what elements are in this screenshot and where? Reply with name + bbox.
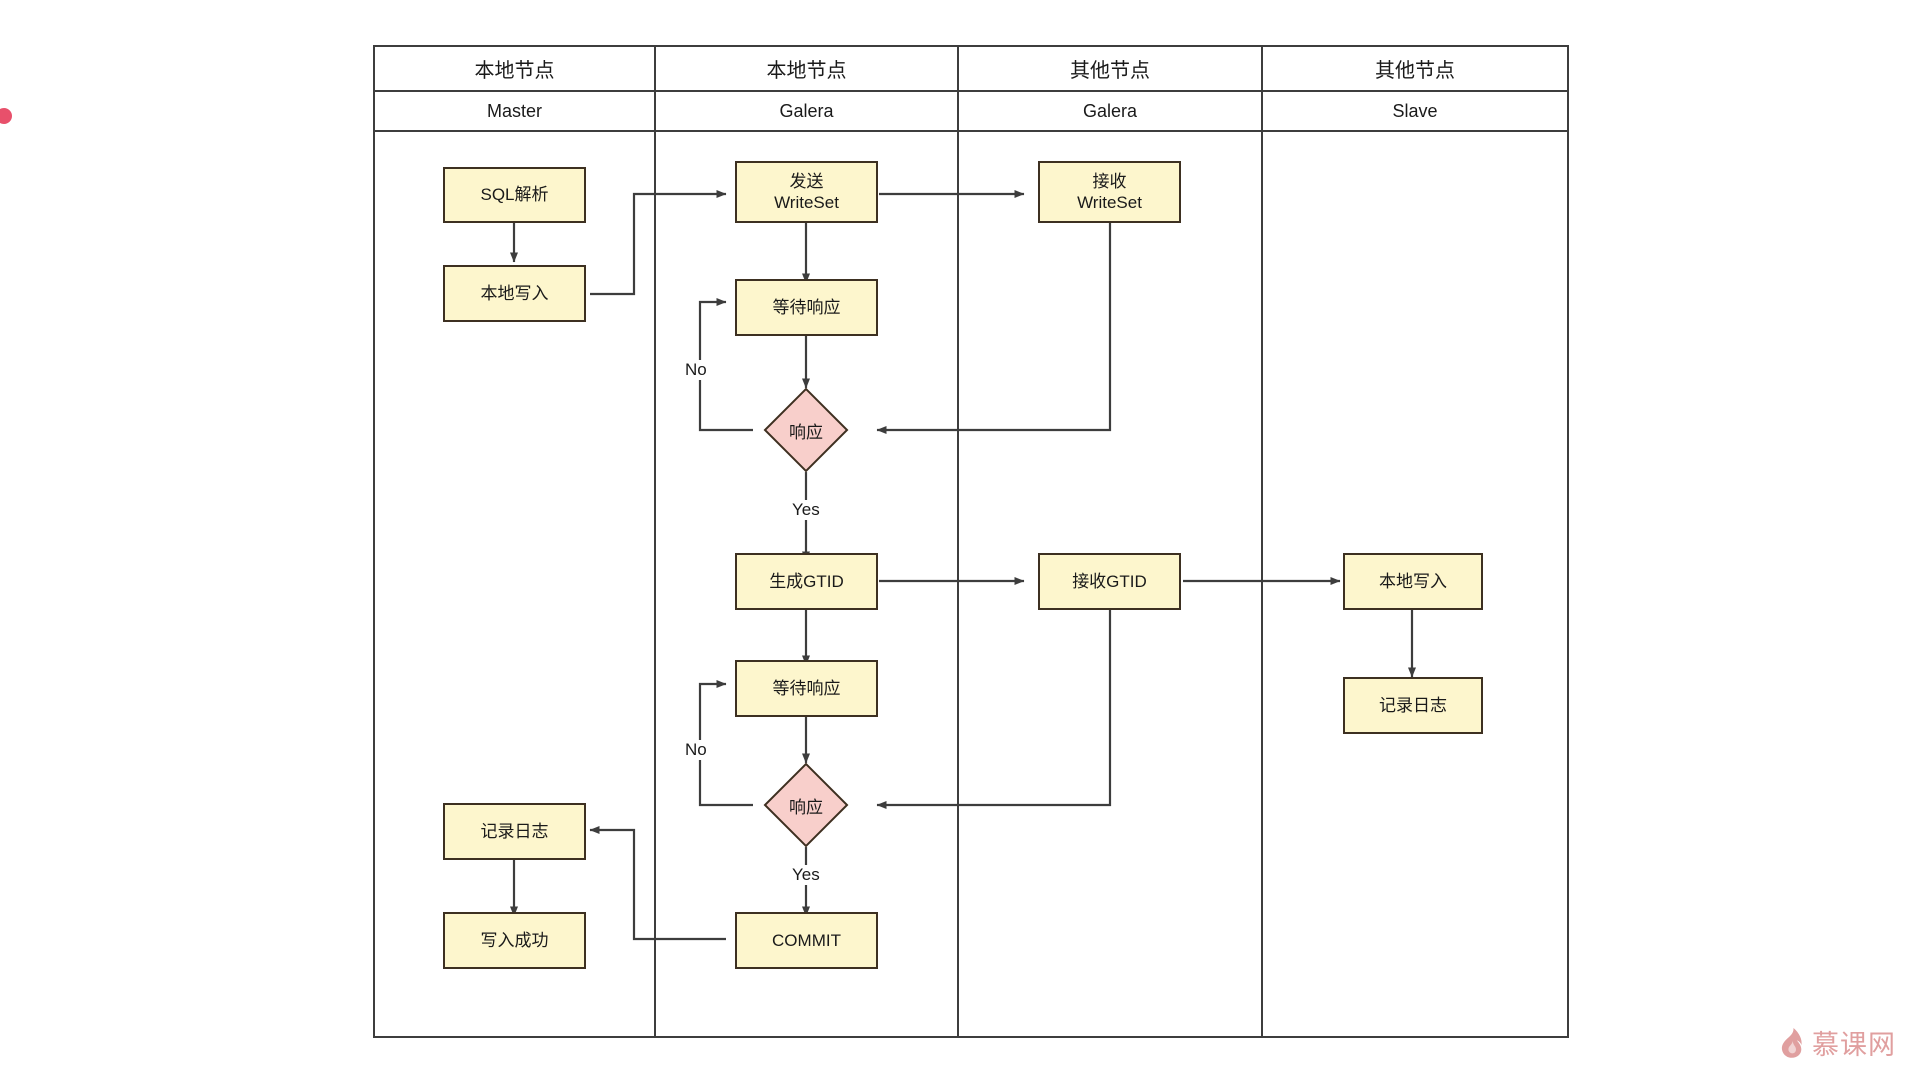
- node-receive-writeset[interactable]: 接收 WriteSet: [1038, 161, 1181, 223]
- node-local-write-slave[interactable]: 本地写入: [1343, 553, 1483, 610]
- edge-label-yes-1: Yes: [790, 500, 822, 520]
- lane-subtitle-3: Galera: [959, 92, 1261, 132]
- watermark: 慕课网: [1779, 1023, 1896, 1062]
- lane-subtitle-4: Slave: [1263, 92, 1567, 132]
- flame-icon: [1781, 1027, 1802, 1058]
- node-send-writeset[interactable]: 发送 WriteSet: [735, 161, 878, 223]
- node-write-success[interactable]: 写入成功: [443, 912, 586, 969]
- node-commit[interactable]: COMMIT: [735, 912, 878, 969]
- node-wait-response-2[interactable]: 等待响应: [735, 660, 878, 717]
- swimlane-column-galera-local: 本地节点 Galera: [656, 47, 959, 1036]
- node-sql-parse[interactable]: SQL解析: [443, 167, 586, 223]
- edge-label-yes-2: Yes: [790, 865, 822, 885]
- node-local-write-master[interactable]: 本地写入: [443, 265, 586, 322]
- node-wait-response-1[interactable]: 等待响应: [735, 279, 878, 336]
- edge-label-no-2: No: [683, 740, 709, 760]
- lane-title-2: 本地节点: [656, 47, 957, 92]
- accent-dot: [0, 108, 12, 124]
- node-log-slave[interactable]: 记录日志: [1343, 677, 1483, 734]
- lane-subtitle-1: Master: [375, 92, 654, 132]
- watermark-text: 慕课网: [1812, 1030, 1896, 1061]
- lane-title-3: 其他节点: [959, 47, 1261, 92]
- swimlane-column-slave: 其他节点 Slave: [1263, 47, 1567, 1036]
- swimlane-column-galera-other: 其他节点 Galera: [959, 47, 1263, 1036]
- swimlane-column-master: 本地节点 Master: [375, 47, 656, 1036]
- node-receive-gtid[interactable]: 接收GTID: [1038, 553, 1181, 610]
- swimlane-frame: 本地节点 Master 本地节点 Galera 其他节点 Galera 其他节点…: [373, 45, 1569, 1038]
- edge-label-no-1: No: [683, 360, 709, 380]
- node-log-master[interactable]: 记录日志: [443, 803, 586, 860]
- lane-title-4: 其他节点: [1263, 47, 1567, 92]
- node-generate-gtid[interactable]: 生成GTID: [735, 553, 878, 610]
- lane-subtitle-2: Galera: [656, 92, 957, 132]
- lane-title-1: 本地节点: [375, 47, 654, 92]
